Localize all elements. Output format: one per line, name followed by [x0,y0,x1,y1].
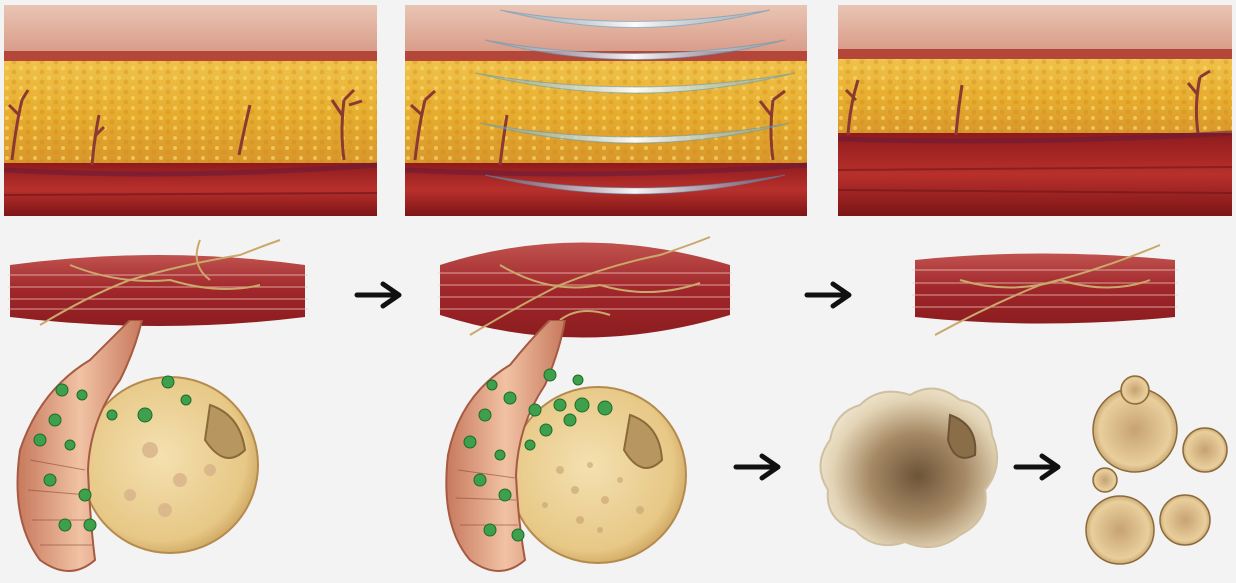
arrow-right-icon [732,452,788,482]
skin-layer [4,5,377,55]
shrunken-fat-cell [820,389,997,548]
muscle-bundle-after [912,245,1178,335]
tissue-panel-before [4,5,377,216]
arrow-right-icon [803,280,859,310]
muscle-bundle-before [8,240,308,326]
tissue-panel-treatment [405,5,807,216]
arrow-right-icon [353,280,409,310]
arrow-right-icon [1012,452,1068,482]
tissue-panel-after [838,5,1232,216]
fragmented-fat-cells [1086,376,1227,564]
fat-cell-before [82,377,258,553]
